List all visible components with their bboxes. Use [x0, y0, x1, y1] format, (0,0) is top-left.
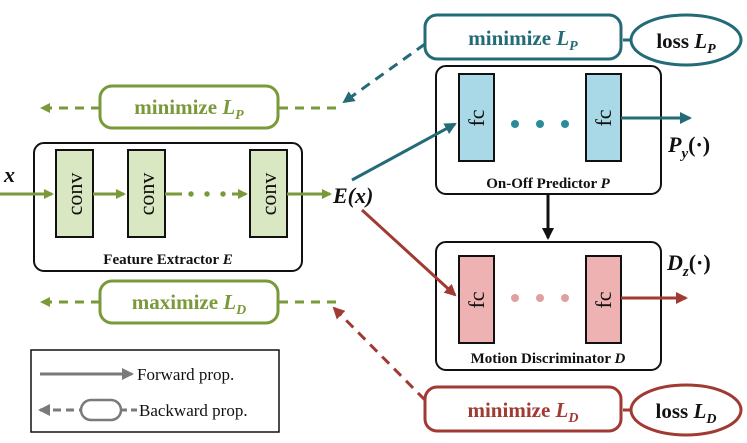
loss-lp-label: loss LP: [656, 29, 716, 57]
discriminator-output-label: Dz(·): [666, 250, 711, 280]
discriminator-dot-3: [561, 294, 569, 302]
conv-block-3: [249, 149, 288, 238]
conv-ellipsis: • • •: [187, 184, 228, 206]
discriminator-dot-1: [511, 294, 519, 302]
feature-extractor: conv conv conv • • • Feature Extractor E: [33, 142, 303, 272]
predictor-dot-1: [511, 120, 519, 128]
lp-backprop-arrow: [342, 42, 426, 104]
predictor-output-label: Py(·): [667, 132, 710, 162]
predictor-fc-block-1-label: fc: [464, 109, 489, 126]
maximize-ld-label-left: maximize LD: [132, 290, 247, 318]
on-off-predictor: fc fc On-Off Predictor P: [435, 65, 662, 195]
legend: Forward prop. Backward prop.: [30, 349, 280, 433]
conv-block-1-label: conv: [62, 173, 87, 216]
discriminator-dot-2: [536, 294, 544, 302]
feature-extractor-caption: Feature Extractor E: [103, 252, 232, 268]
predictor-dot-2: [536, 120, 544, 128]
predictor-fc-block-2-label: fc: [591, 109, 616, 126]
conv-block-1: [55, 149, 94, 238]
predictor-fc-block-2: [585, 73, 622, 162]
conv-block-2: [127, 149, 166, 238]
legend-backward-label: Backward prop.: [139, 401, 248, 420]
predictor-caption: On-Off Predictor P: [486, 176, 610, 192]
discriminator-fc-block-1-label: fc: [464, 291, 489, 308]
discriminator-fc-block-2-label: fc: [591, 291, 616, 308]
legend-backward-box: [79, 398, 123, 422]
minimize-ld-label-bottom: minimize LD: [467, 398, 578, 426]
loss-ld-label: loss LD: [656, 399, 717, 427]
discriminator-caption: Motion Discriminator D: [471, 351, 626, 367]
minimize-ld-box-bottom: [423, 385, 623, 433]
conv-block-2-label: conv: [134, 173, 159, 216]
legend-frame: [30, 349, 280, 433]
discriminator-fc-block-2: [585, 255, 622, 344]
embedding-label: E(x): [332, 183, 373, 208]
discriminator-fc-block-1: [458, 255, 495, 344]
embedding-to-discriminator-arrow: [360, 208, 457, 297]
minimize-lp-box-top: [423, 13, 623, 61]
minimize-lp-label-left: minimize LP: [134, 95, 244, 123]
feature-extractor-frame: [33, 142, 303, 272]
input-label: x: [3, 162, 15, 187]
legend-forward-label: Forward prop.: [137, 365, 234, 384]
minimize-lp-label-top: minimize LP: [468, 26, 578, 54]
embedding-to-predictor-arrow: [351, 122, 457, 182]
conv-block-3-label: conv: [256, 173, 281, 216]
predictor-dot-3: [561, 120, 569, 128]
motion-discriminator: fc fc Motion Discriminator D: [435, 241, 662, 371]
predictor-fc-block-1: [458, 73, 495, 162]
ld-backprop-arrow: [332, 306, 427, 402]
